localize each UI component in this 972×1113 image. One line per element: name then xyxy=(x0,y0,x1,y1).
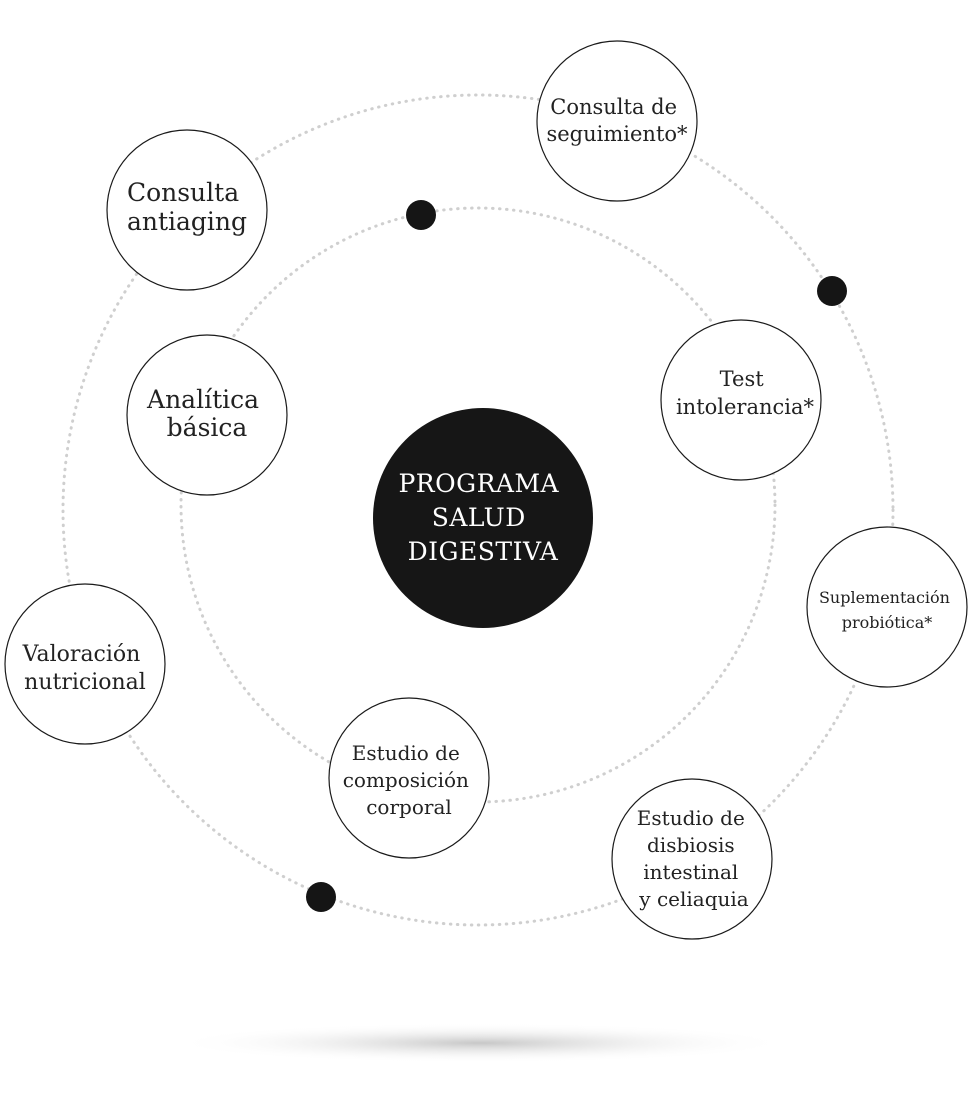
node-estudio-composicion-corporal: Estudio de composición corporal xyxy=(328,697,490,859)
node-label-line: básica xyxy=(167,413,248,442)
center-circle xyxy=(373,408,593,628)
node-label: Consulta antiaging xyxy=(127,178,247,236)
node-label-line: Estudio de xyxy=(352,741,460,765)
node-label-line: composición xyxy=(343,768,469,792)
center-node: PROGRAMA SALUD DIGESTIVA xyxy=(373,408,593,628)
center-title: PROGRAMA SALUD DIGESTIVA xyxy=(398,469,567,566)
node-label-line: intolerancia* xyxy=(676,395,815,419)
center-title-line: DIGESTIVA xyxy=(408,537,559,566)
orbit-dot xyxy=(306,882,336,912)
node-consulta-seguimiento: Consulta de seguimiento* xyxy=(536,40,698,202)
node-valoracion-nutricional: Valoración nutricional xyxy=(4,583,166,745)
node-label: Estudio de disbiosis intestinal y celiaq… xyxy=(637,806,751,911)
node-label-line: Suplementación xyxy=(819,588,950,607)
node-label-line: intestinal xyxy=(643,860,738,884)
node-label: Test intolerancia* xyxy=(676,367,815,419)
node-label-line: seguimiento* xyxy=(546,122,688,146)
node-circle xyxy=(536,40,698,202)
node-label-line: nutricional xyxy=(24,670,146,695)
node-circle xyxy=(126,334,288,496)
node-circle xyxy=(328,697,490,859)
node-label: Suplementación probiótica* xyxy=(819,588,955,632)
node-label-line: Valoración xyxy=(22,642,141,667)
node-label: Valoración nutricional xyxy=(22,642,148,695)
node-label-line: corporal xyxy=(366,795,452,819)
node-label-line: Test xyxy=(720,367,765,391)
node-label-line: Consulta xyxy=(127,178,239,207)
node-consulta-antiaging: Consulta antiaging xyxy=(106,129,268,291)
node-circle xyxy=(806,526,968,688)
node-label-line: Estudio de xyxy=(637,806,745,830)
node-circle xyxy=(660,319,822,481)
node-circle xyxy=(611,778,773,940)
node-label-line: probiótica* xyxy=(842,613,933,632)
node-label-line: Analítica xyxy=(146,385,259,414)
inner-orbit xyxy=(179,206,777,804)
node-label-line: Consulta de xyxy=(550,95,677,119)
node-estudio-disbiosis: Estudio de disbiosis intestinal y celiaq… xyxy=(611,778,773,940)
node-label-line: antiaging xyxy=(127,207,247,236)
node-label-line: disbiosis xyxy=(647,833,735,857)
center-title-line: SALUD xyxy=(432,503,526,532)
outer-orbit xyxy=(61,93,895,927)
node-circle xyxy=(106,129,268,291)
node-suplementacion-probiotica: Suplementación probiótica* xyxy=(806,526,968,688)
node-label: Estudio de composición corporal xyxy=(343,741,476,819)
node-analitica-basica: Analítica básica xyxy=(126,334,288,496)
orbit-dot xyxy=(817,276,847,306)
center-title-line: PROGRAMA xyxy=(398,469,559,498)
node-test-intolerancia: Test intolerancia* xyxy=(660,319,822,481)
node-circle xyxy=(4,583,166,745)
node-label: Analítica básica xyxy=(146,385,267,442)
node-label: Consulta de seguimiento* xyxy=(546,95,688,146)
orbit-dot xyxy=(406,200,436,230)
node-label-line: y celiaquia xyxy=(638,887,748,911)
floor-shadow xyxy=(170,1023,790,1063)
